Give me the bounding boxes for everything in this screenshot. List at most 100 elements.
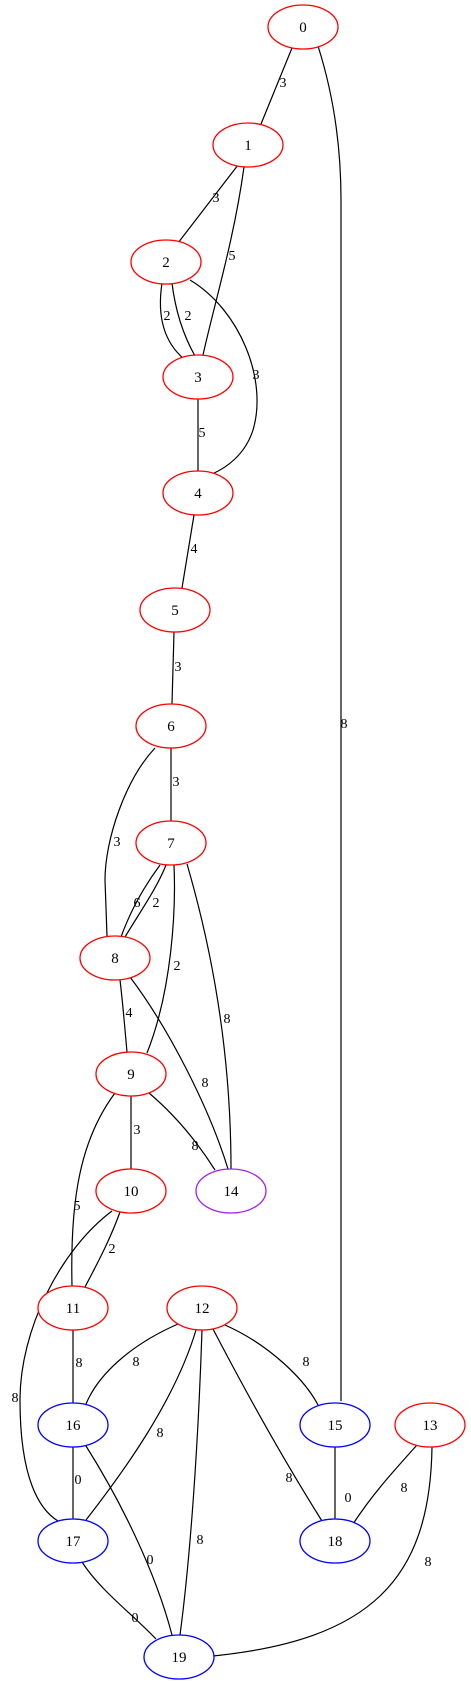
edge-13-19: 8 (212, 1446, 433, 1657)
edge-weight-label: 0 (75, 1473, 82, 1488)
edge-2-3: 2 (159, 282, 185, 360)
edge-weight-label: 3 (253, 368, 260, 383)
node-ellipse (135, 703, 207, 749)
edge-line (260, 47, 293, 125)
edge-16-19: 0 (85, 1445, 173, 1636)
node-ellipse (299, 1518, 371, 1564)
edge-weight-label: 3 (213, 191, 220, 206)
edge-weight-label: 8 (197, 1533, 204, 1548)
node-label: 9 (127, 1067, 135, 1083)
edge-line (317, 45, 342, 1401)
node-label: 13 (423, 1418, 438, 1434)
node-2: 2 (130, 239, 202, 285)
node-19: 19 (143, 1634, 215, 1680)
node-ellipse (212, 122, 284, 168)
edge-9-11: 5 (71, 1092, 116, 1287)
edge-line (146, 864, 176, 1054)
node-label: 1 (244, 138, 252, 154)
edge-12-19: 8 (179, 1329, 204, 1636)
node-8: 8 (79, 935, 151, 981)
node-6: 6 (135, 703, 207, 749)
edge-line (181, 514, 195, 589)
node-label: 3 (194, 370, 202, 386)
node-17: 17 (37, 1518, 109, 1564)
edge-weight-label: 2 (109, 1242, 116, 1257)
node-ellipse (37, 1402, 109, 1448)
node-1: 1 (212, 122, 284, 168)
edge-weight-label: 8 (224, 1012, 231, 1027)
node-7: 7 (135, 820, 207, 866)
edge-weight-label: 3 (175, 660, 182, 675)
edge-1-3: 5 (202, 166, 245, 356)
node-label: 2 (162, 255, 170, 271)
edge-0-15: 8 (317, 45, 348, 1401)
edge-line (120, 864, 161, 938)
edge-line (81, 1561, 157, 1640)
edge-15-18: 0 (334, 1447, 352, 1519)
node-16: 16 (37, 1402, 109, 1448)
edge-6-7: 3 (170, 748, 180, 821)
edge-line (84, 1211, 121, 1288)
edge-0-1: 3 (260, 47, 293, 125)
node-label: 19 (172, 1650, 187, 1666)
edge-7-8: 2 (124, 864, 167, 938)
edge-2-4: 3 (189, 279, 260, 475)
edge-weight-label: 2 (174, 959, 181, 974)
node-ellipse (267, 4, 339, 50)
edge-7-9: 2 (146, 864, 181, 1054)
node-0: 0 (267, 4, 339, 50)
edge-8-9: 4 (119, 979, 133, 1053)
node-label: 11 (66, 1301, 80, 1317)
edge-5-6: 3 (171, 631, 182, 705)
edge-line (85, 1445, 173, 1636)
edge-12-16: 8 (85, 1323, 179, 1405)
edge-16-17: 0 (72, 1447, 82, 1519)
edge-weight-label: 3 (280, 76, 287, 91)
edge-line (177, 164, 239, 244)
node-ellipse (139, 587, 211, 633)
edge-line (179, 1329, 203, 1636)
node-10: 10 (95, 1168, 167, 1214)
node-ellipse (135, 820, 207, 866)
edge-weight-label: 2 (153, 896, 160, 911)
edge-12-17: 8 (85, 1329, 197, 1521)
edge-weight-label: 8 (202, 1076, 209, 1091)
node-label: 16 (66, 1418, 82, 1434)
node-13: 13 (394, 1402, 466, 1448)
node-3: 3 (162, 354, 234, 400)
node-label: 5 (171, 603, 179, 619)
edge-line (85, 1323, 179, 1405)
edge-6-8: 3 (104, 747, 156, 937)
node-ellipse (37, 1285, 109, 1331)
edge-line (129, 976, 229, 1170)
edge-line (148, 1092, 216, 1171)
node-ellipse (394, 1402, 466, 1448)
node-4: 4 (162, 470, 234, 516)
node-ellipse (95, 1168, 167, 1214)
edge-line (352, 1444, 418, 1525)
node-ellipse (143, 1634, 215, 1680)
edge-line (171, 282, 196, 357)
edge-line (104, 747, 156, 937)
edge-weight-label: 8 (341, 717, 348, 732)
edge-line (202, 166, 245, 356)
edge-10-11: 2 (84, 1211, 121, 1288)
node-ellipse (162, 470, 234, 516)
node-label: 6 (167, 719, 175, 735)
edge-weight-label: 3 (114, 835, 121, 850)
edge-weight-label: 8 (286, 1471, 293, 1486)
node-label: 17 (66, 1534, 82, 1550)
node-ellipse (299, 1402, 371, 1448)
edge-line (186, 863, 232, 1170)
node-ellipse (95, 1051, 167, 1097)
edge-weight-label: 5 (74, 1199, 81, 1214)
edge-3-4: 5 (197, 399, 206, 471)
node-11: 11 (37, 1285, 109, 1331)
edge-weight-label: 8 (303, 1355, 310, 1370)
edge-weight-label: 8 (12, 1391, 19, 1406)
node-ellipse (166, 1285, 238, 1331)
edge-line (19, 1210, 113, 1522)
edge-weight-label: 5 (229, 249, 236, 264)
